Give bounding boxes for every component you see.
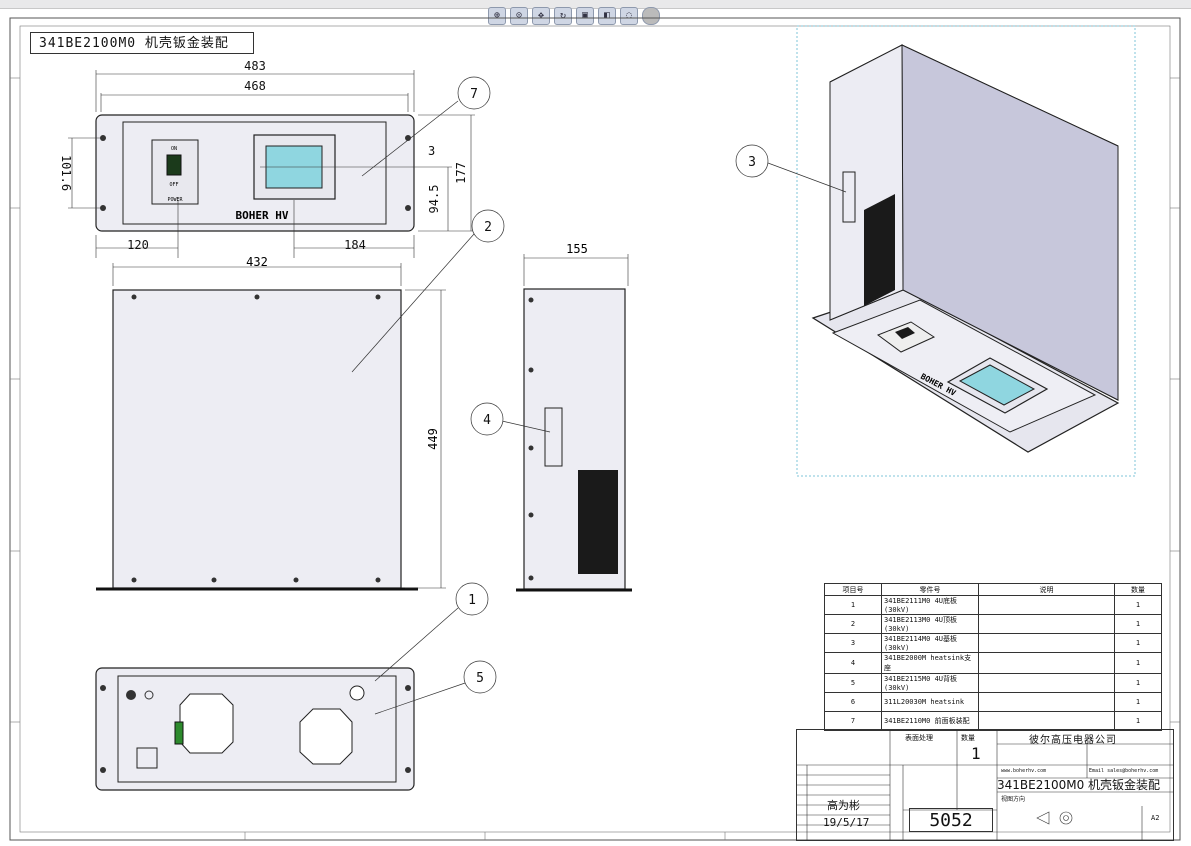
- switch-power-label: POWER: [167, 197, 183, 203]
- section-view-icon[interactable]: ◧: [598, 7, 616, 25]
- viewer-toolbar-strip: [0, 0, 1191, 9]
- appearance-icon[interactable]: [642, 7, 660, 25]
- tb-size: A2: [1151, 814, 1160, 822]
- zoom-area-icon[interactable]: ⊙: [510, 7, 528, 25]
- balloon-1: [455, 582, 489, 616]
- dim-432: 432: [246, 255, 268, 269]
- balloon-labels: 7 2 3 4 1 5: [468, 87, 756, 686]
- front-dimensions: [68, 70, 475, 258]
- dim-177: 177: [454, 162, 468, 184]
- title-block: 表面处理 数量 1 彼尔高压电器公司 www.boherhv.com Email…: [796, 729, 1174, 841]
- rear-connector: [136, 747, 158, 769]
- balloon-5: [463, 660, 497, 694]
- dim-3: 3: [428, 144, 435, 158]
- switch-off-label: OFF: [169, 182, 178, 188]
- zoom-fit-icon[interactable]: ⊕: [488, 7, 506, 25]
- balloon-7: [457, 76, 491, 110]
- mount-hole: [405, 135, 411, 141]
- dim-101-6: 101.6: [59, 155, 73, 191]
- balloon-callouts: [351, 76, 847, 715]
- tb-scale-label: 数量: [961, 734, 975, 742]
- display-style-icon[interactable]: ▣: [576, 7, 594, 25]
- dim-483: 483: [244, 59, 266, 73]
- balloon-3: [735, 144, 769, 178]
- isometric-view: BOHER HV: [796, 25, 1136, 477]
- tb-company: 彼尔高压电器公司: [1029, 735, 1117, 746]
- sheet-border-inner: [19, 25, 1171, 833]
- power-switch-icon: [166, 154, 182, 176]
- mount-hole: [405, 205, 411, 211]
- svg-text:4: 4: [483, 413, 491, 428]
- mount-hole: [100, 205, 106, 211]
- front-view: ON OFF POWER BOHER HV: [95, 114, 415, 232]
- svg-text:3: 3: [748, 155, 756, 170]
- pan-icon[interactable]: ✥: [532, 7, 550, 25]
- drawing-title: 341BE2100M0 机壳钣金装配: [30, 32, 254, 54]
- rotate-icon[interactable]: ↻: [554, 7, 572, 25]
- balloon-2: [471, 209, 505, 243]
- mount-hole: [100, 135, 106, 141]
- tb-material-label: 表面处理: [905, 734, 933, 742]
- dim-120: 120: [127, 238, 149, 252]
- tb-drawing-name: 341BE2100M0 机壳钣金装配: [997, 778, 1161, 792]
- rear-fan-cutout-right: [299, 708, 353, 765]
- svg-text:1: 1: [468, 593, 476, 608]
- svg-text:5: 5: [476, 671, 484, 686]
- view-toolbar: ⊕ ⊙ ✥ ↻ ▣ ◧ ◌: [488, 6, 660, 26]
- bom-header-row: 项目号 零件号 说明 数量: [824, 583, 1162, 596]
- side-view: 155: [516, 242, 632, 592]
- svg-text:7: 7: [470, 87, 478, 102]
- top-view: 432 449: [96, 255, 446, 591]
- iso-heatsink: [864, 194, 895, 306]
- tb-drawer: 高为彬: [827, 799, 860, 812]
- dim-155: 155: [566, 242, 588, 256]
- tb-view-label: 视图方向: [1001, 796, 1026, 803]
- rear-fan-cutout-left: [179, 693, 234, 754]
- switch-on-label: ON: [171, 146, 177, 152]
- front-dimension-labels: 483 468 101.6 3 94.5 177 120 184: [59, 59, 468, 252]
- svg-text:2: 2: [484, 220, 492, 235]
- dim-94-5: 94.5: [427, 185, 441, 214]
- tb-quantity: 1: [971, 744, 981, 763]
- dim-184: 184: [344, 238, 366, 252]
- heatsink-fins: [578, 470, 618, 574]
- tb-date: 19/5/17: [823, 816, 870, 829]
- dim-468: 468: [244, 79, 266, 93]
- hide-show-icon[interactable]: ◌: [620, 7, 638, 25]
- top-panel: [112, 289, 402, 589]
- balloon-4: [470, 402, 504, 436]
- view-boundary: [796, 25, 1136, 477]
- sheet-border-outer: [9, 17, 1181, 841]
- tb-web: www.boherhv.com: [1001, 768, 1047, 774]
- zone-ticks: [10, 77, 1180, 840]
- heatsink-bracket: [544, 407, 563, 467]
- tb-email: Email sales@boherhv.com: [1089, 768, 1159, 774]
- rear-view: [95, 667, 415, 791]
- brand-label: BOHER HV: [236, 209, 289, 222]
- dim-449: 449: [426, 428, 440, 450]
- tb-drawing-no: 5052: [909, 808, 993, 832]
